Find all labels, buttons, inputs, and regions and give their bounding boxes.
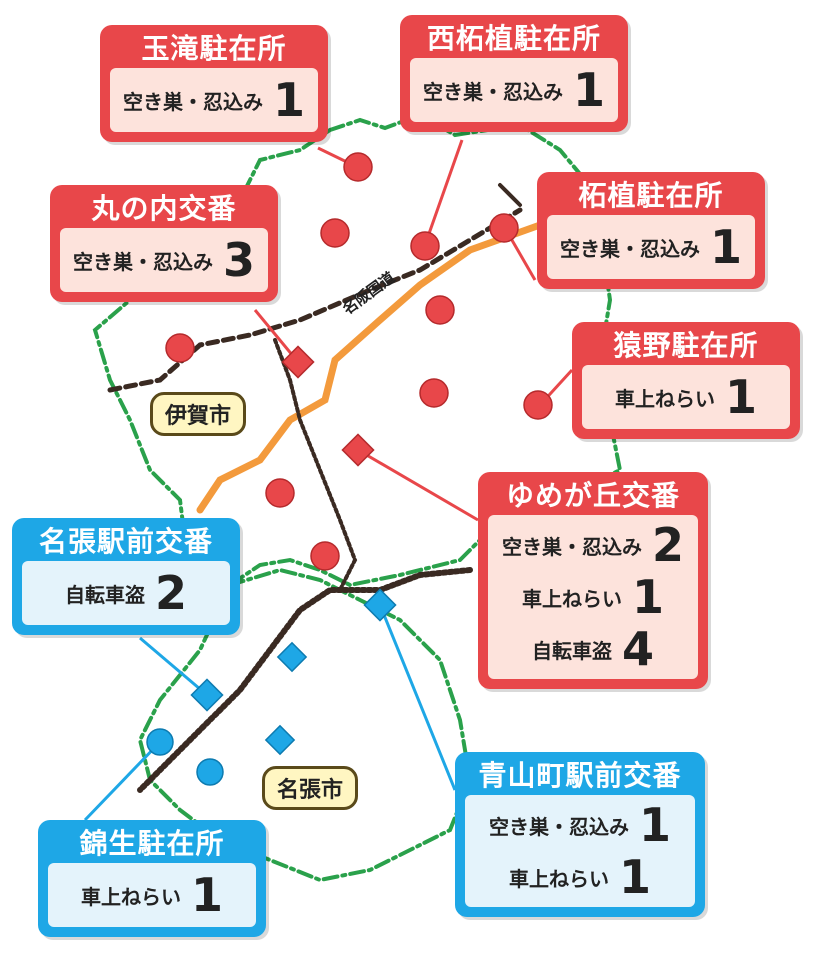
crime-count: 1 [709, 220, 742, 274]
station-card-nishiki: 錦生駐在所 車上ねらい 1 [38, 820, 266, 937]
station-card-tamataki: 玉滝駐在所 空き巣・忍込み 1 [100, 25, 328, 142]
incident-marker [523, 390, 553, 420]
crime-count: 1 [638, 798, 671, 852]
meihan-road [196, 221, 544, 514]
crime-type: 車上ねらい [521, 586, 622, 611]
crime-row: 空き巣・忍込み 1 [559, 219, 743, 275]
crime-count: 2 [651, 518, 684, 572]
connector-aoyama [378, 604, 457, 791]
incident-marker [419, 378, 449, 408]
city-label-iga: 伊賀市 [150, 392, 247, 436]
incident-marker [196, 758, 224, 786]
station-name: 西柘植駐在所 [426, 22, 601, 55]
crime-list: 空き巣・忍込み 1 [410, 58, 618, 122]
station-card-nishitsuge: 西柘植駐在所 空き巣・忍込み 1 [400, 15, 628, 132]
koban-marker [341, 433, 375, 467]
crime-row: 自転車盗 2 [34, 565, 218, 621]
iga-line [273, 338, 358, 592]
connector-yumegaoka [357, 448, 479, 522]
nabari-incident-markers [146, 588, 397, 786]
connector-nishiki [83, 740, 162, 822]
incident-marker [410, 231, 440, 261]
crime-list: 空き巣・忍込み 3 [60, 228, 268, 292]
crime-row: 空き巣・忍込み 1 [122, 72, 306, 128]
crime-type: 空き巣・忍込み [422, 79, 563, 104]
crime-type: 空き巣・忍込み [559, 236, 700, 261]
crime-type: 空き巣・忍込み [72, 249, 213, 274]
station-card-nabari-eki: 名張駅前交番 自転車盗 2 [12, 518, 240, 635]
crime-count: 3 [222, 233, 255, 287]
connector-nabari-eki [139, 636, 208, 697]
crime-type: 自転車盗 [64, 582, 145, 607]
crime-count: 1 [724, 370, 757, 424]
crime-type: 車上ねらい [508, 866, 609, 891]
incident-marker [310, 541, 340, 571]
rail-lines [107, 183, 523, 793]
crime-count: 1 [272, 73, 305, 127]
crime-list: 空き巣・忍込み 1 [547, 215, 755, 279]
incident-marker [265, 478, 295, 508]
incident-marker [320, 218, 350, 248]
station-name: 猿野駐在所 [613, 329, 759, 362]
crime-list: 車上ねらい 1 [48, 863, 256, 927]
station-card-saruno: 猿野駐在所 車上ねらい 1 [572, 322, 800, 439]
crime-count: 1 [618, 850, 651, 904]
crime-row: 空き巣・忍込み 3 [72, 232, 256, 288]
incident-marker [425, 295, 455, 325]
station-name: 丸の内交番 [91, 192, 237, 225]
crime-count: 2 [154, 566, 187, 620]
crime-row: 空き巣・忍込み 1 [422, 62, 606, 118]
incident-marker [489, 213, 519, 243]
koban-marker [276, 641, 308, 673]
crime-type: 車上ねらい [614, 386, 715, 411]
koban-marker [190, 678, 224, 712]
koban-marker [281, 345, 315, 379]
station-name: 柘植駐在所 [578, 179, 724, 212]
station-card-tsuge: 柘植駐在所 空き巣・忍込み 1 [537, 172, 765, 289]
crime-count: 4 [621, 622, 654, 676]
connector-lines [83, 139, 574, 822]
station-card-marunouchi: 丸の内交番 空き巣・忍込み 3 [50, 185, 278, 302]
crime-row: 空き巣・忍込み 2 [500, 519, 686, 571]
station-card-aoyama: 青山町駅前交番 空き巣・忍込み 1 車上ねらい 1 [455, 752, 705, 917]
station-card-yumegaoka: ゆめが丘交番 空き巣・忍込み 2 車上ねらい 1 自転車盗 4 [478, 472, 708, 689]
crime-row: 自転車盗 4 [500, 623, 686, 675]
crime-row: 空き巣・忍込み 1 [477, 799, 683, 851]
crime-count: 1 [631, 570, 664, 624]
kansai-line-branch [498, 183, 522, 207]
koban-marker [264, 724, 296, 756]
crime-count: 1 [190, 868, 223, 922]
crime-row: 車上ねらい 1 [594, 369, 778, 425]
city-label-nabari: 名張市 [262, 766, 359, 810]
incident-marker [146, 728, 174, 756]
station-name: 玉滝駐在所 [141, 32, 287, 65]
incident-marker [343, 152, 373, 182]
crime-type: 空き巣・忍込み [488, 814, 629, 839]
iga-incident-markers [165, 152, 553, 571]
crime-type: 空き巣・忍込み [501, 534, 642, 559]
connector-nishitsuge [423, 139, 464, 246]
crime-list: 空き巣・忍込み 1 [110, 68, 318, 132]
crime-row: 車上ねらい 1 [500, 571, 686, 623]
crime-type: 空き巣・忍込み [122, 89, 263, 114]
crime-list: 自転車盗 2 [22, 561, 230, 625]
crime-row: 車上ねらい 1 [477, 851, 683, 903]
station-name: ゆめが丘交番 [505, 479, 680, 512]
crime-list: 車上ねらい 1 [582, 365, 790, 429]
crime-count: 1 [572, 63, 605, 117]
crime-list: 空き巣・忍込み 2 車上ねらい 1 自転車盗 4 [488, 515, 698, 679]
kansai-line [107, 207, 523, 393]
crime-list: 空き巣・忍込み 1 車上ねらい 1 [465, 795, 695, 907]
incident-marker [165, 333, 195, 363]
crime-type: 自転車盗 [531, 638, 612, 663]
crime-row: 車上ねらい 1 [60, 867, 244, 923]
station-name: 青山町駅前交番 [478, 759, 682, 792]
station-name: 名張駅前交番 [38, 525, 213, 558]
kintetsu-line [137, 567, 473, 793]
station-name: 錦生駐在所 [79, 827, 225, 860]
koban-marker [363, 588, 397, 622]
crime-type: 車上ねらい [80, 884, 181, 909]
